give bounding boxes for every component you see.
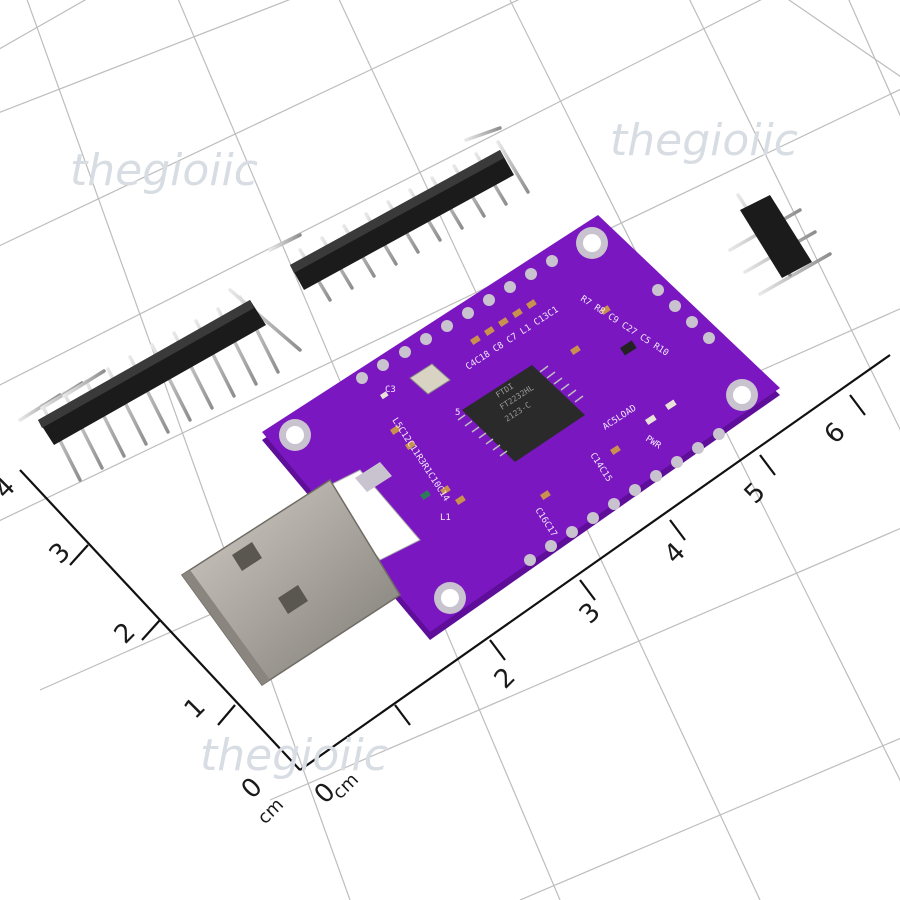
bottom-axis-label-3: 3	[574, 597, 607, 630]
silk-c3: C3	[385, 385, 396, 395]
silk-l1: L1	[440, 513, 451, 523]
pad-row-top	[356, 255, 558, 384]
watermark-bottom: thegioiic	[200, 730, 388, 781]
pin-header-left	[18, 288, 302, 482]
watermark-top-right: thegioiic	[610, 115, 798, 166]
left-axis-label-4: 4	[0, 472, 22, 505]
pad-row-bottom	[524, 428, 725, 566]
pin-header-middle	[268, 126, 530, 302]
left-axis-label-1: 1	[179, 692, 212, 725]
usb-a-plug	[180, 462, 421, 687]
silk-pin5: 5	[455, 408, 460, 418]
left-axis-label-2: 2	[109, 617, 142, 650]
bottom-axis-label-4: 4	[659, 537, 692, 570]
ftdi-chip: FTDI FT2232HL 2123-C	[457, 365, 585, 462]
pad-row-right	[652, 284, 715, 344]
bottom-axis-label-5: 5	[739, 477, 772, 510]
ruler-axes	[19, 354, 891, 771]
left-axis-label-3: 3	[44, 537, 77, 570]
pin-header-right	[728, 193, 832, 296]
bottom-axis-label-6: 6	[819, 417, 852, 450]
bottom-axis-label-2: 2	[489, 662, 522, 695]
watermarks: thegioiic thegioiic thegioiic	[70, 115, 798, 781]
mounting-holes	[279, 227, 758, 614]
watermark-top-left: thegioiic	[70, 145, 258, 196]
crystal-oscillator	[409, 363, 451, 395]
smd-components	[380, 299, 677, 506]
